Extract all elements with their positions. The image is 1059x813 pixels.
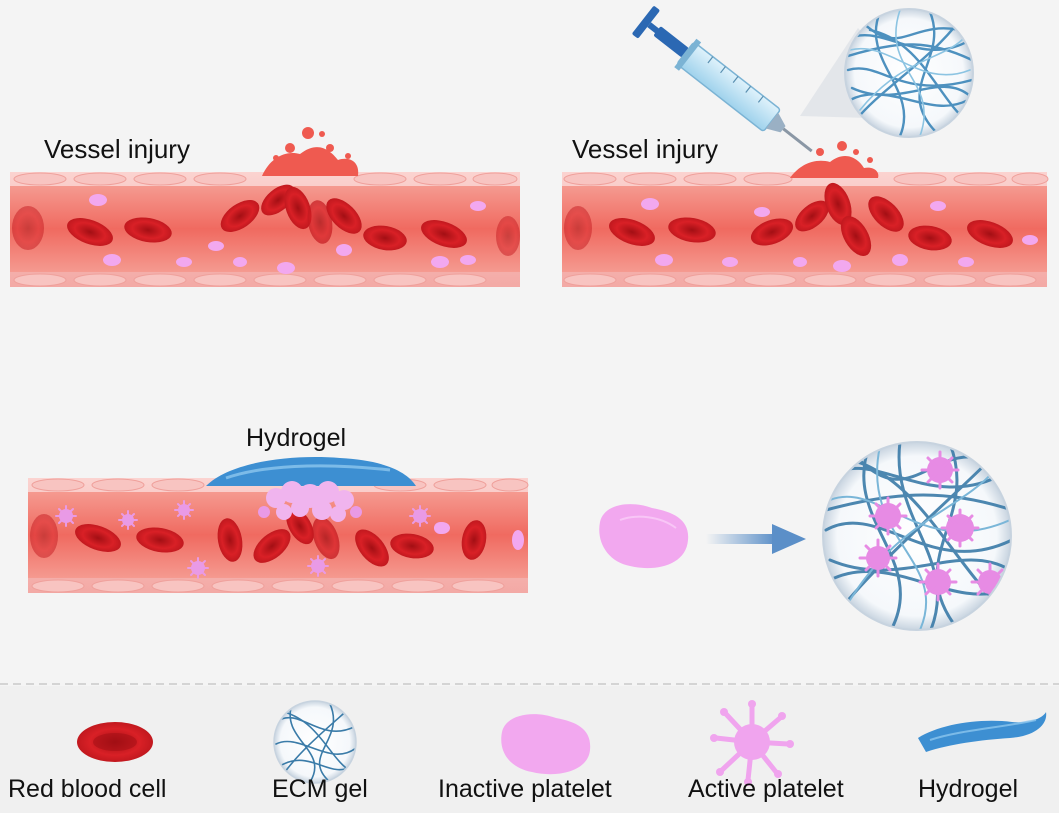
hydrogel-patch <box>206 457 416 486</box>
inactive-platelets <box>89 194 486 274</box>
label-hydrogel: Hydrogel <box>246 424 346 452</box>
vessel-top-right: Vessel injury <box>562 134 1049 287</box>
inactive-platelet-icon <box>501 714 591 775</box>
legend-label: Red blood cell <box>8 775 166 803</box>
ecm-gel-icon <box>273 700 357 784</box>
endothelial-cells-bottom <box>13 273 487 287</box>
endothelial-cells-bottom <box>31 579 505 593</box>
endothelial-cells-top <box>13 172 518 186</box>
red-blood-cells <box>12 184 520 256</box>
legend-item-hydrogel: Hydrogel <box>918 712 1047 803</box>
legend-label: Hydrogel <box>918 775 1018 803</box>
blood-droplets <box>273 127 351 161</box>
active-platelets-in-gel <box>858 450 1010 602</box>
legend-item-active-platelet: Active platelet <box>688 700 844 803</box>
label-vessel-injury-left: Vessel injury <box>44 134 190 164</box>
red-blood-cells <box>564 182 1013 256</box>
label-vessel-injury-right: Vessel injury <box>572 134 718 164</box>
endothelial-cells-bottom <box>563 273 1037 287</box>
active-platelet-spikes <box>55 500 431 579</box>
hydrogel-icon <box>918 712 1047 752</box>
ecm-gel-magnifier-top <box>844 8 974 138</box>
inactive-platelets <box>641 198 1038 272</box>
legend-item-inactive-platelet: Inactive platelet <box>438 714 612 803</box>
vessel-bottom-left: Hydrogel <box>28 424 529 593</box>
inactive-platelets <box>434 522 524 550</box>
active-platelet-icon <box>710 700 794 786</box>
blood-droplets <box>816 141 873 163</box>
platelet-aggregate <box>266 481 354 522</box>
vessel-top-left: Vessel injury <box>10 127 520 287</box>
legend-item-red-blood-cell: Red blood cell <box>8 722 166 803</box>
bleeding-splash <box>262 147 359 176</box>
inactive-platelet-large <box>599 504 689 569</box>
legend-label: ECM gel <box>272 775 368 803</box>
legend-item-ecm-gel: ECM gel <box>272 700 368 803</box>
arrow-icon <box>706 524 806 554</box>
endothelial-cells-top <box>563 172 1049 186</box>
ecm-gel-magnifier-bottom <box>822 441 1012 631</box>
legend-label: Active platelet <box>688 775 844 803</box>
red-blood-cells <box>30 507 487 567</box>
legend-label: Inactive platelet <box>438 775 612 803</box>
bleeding-splash <box>790 155 879 178</box>
